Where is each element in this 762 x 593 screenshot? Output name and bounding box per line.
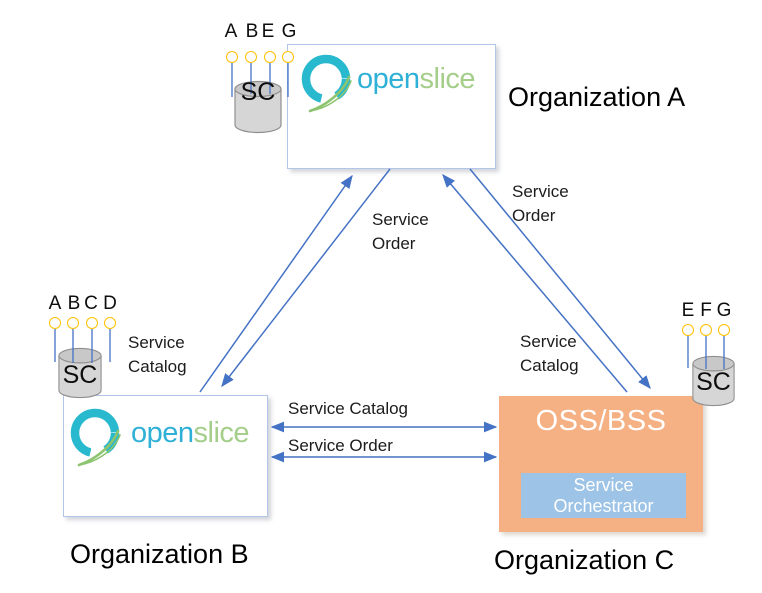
service-orchestrator-box: Service Orchestrator: [521, 473, 686, 518]
openslice-wordmark-b: openslice: [131, 417, 250, 450]
logo-text-open: open: [131, 417, 194, 449]
openslice-ring-icon: [301, 54, 351, 104]
interface-label: A: [224, 21, 238, 42]
oss-bss-box: OSS/BSS Service Orchestrator: [499, 396, 703, 532]
openslice-logo-icon-b: [70, 408, 121, 467]
arrow-b-to-a-service-order: [199, 174, 353, 393]
interface-label: B: [67, 293, 81, 314]
lollipop-interface-icon: [86, 317, 98, 329]
sc-label-a: SC: [240, 78, 276, 106]
lollipop-interface-icon: [718, 324, 730, 336]
leaf-icon: [78, 434, 121, 466]
oss-bss-label: OSS/BSS: [535, 405, 667, 437]
interface-label: C: [84, 293, 98, 314]
lollipop-interface-icon: [104, 317, 116, 329]
org-b-service-catalog-note: Service Catalog: [128, 333, 187, 376]
org-a-label: Organization A: [508, 82, 686, 112]
openslice-ring-icon: [70, 408, 120, 458]
service-catalog-label-c-to-a: Service Catalog: [520, 332, 579, 375]
interface-label: F: [700, 300, 712, 321]
logo-text-slice: slice: [419, 63, 476, 95]
openslice-wordmark-a: openslice: [357, 63, 476, 96]
service-order-label-b-c: Service Order: [288, 436, 393, 455]
lollipop-interface-icon: [245, 51, 257, 63]
org-c-label: Organization C: [494, 545, 675, 575]
service-order-label-b-to-a: Service Order: [372, 210, 429, 253]
arrow-a-to-b-service-catalog: [221, 168, 391, 388]
service-catalog-label-b-c: Service Catalog: [288, 399, 409, 418]
service-orchestrator-label-line1: Service: [573, 475, 634, 495]
sc-label-b: SC: [62, 361, 98, 389]
interface-label: G: [716, 300, 732, 321]
lollipop-interface-icon: [700, 324, 712, 336]
lollipop-interface-icon: [682, 324, 694, 336]
lollipop-interface-icon: [226, 51, 238, 63]
leaf-icon: [309, 80, 352, 112]
lollipop-interface-icon: [49, 317, 61, 329]
sc-label-c: SC: [696, 368, 731, 396]
openslice-logo-icon-a: [301, 54, 352, 113]
lollipop-interface-icon: [67, 317, 79, 329]
interface-label: E: [261, 21, 275, 42]
interface-label: D: [103, 293, 117, 314]
lollipop-interface-icon: [264, 51, 276, 63]
org-b-label: Organization B: [70, 539, 249, 569]
service-order-label-c-to-a: Service Order: [512, 182, 569, 225]
interface-label: A: [48, 293, 62, 314]
service-orchestrator-label-line2: Orchestrator: [553, 496, 654, 516]
logo-text-slice: slice: [193, 417, 250, 449]
interface-label: G: [281, 21, 297, 42]
interface-label: B: [245, 21, 259, 42]
interface-label: E: [681, 300, 695, 321]
logo-text-open: open: [357, 63, 420, 95]
lollipop-interface-icon: [282, 51, 294, 63]
